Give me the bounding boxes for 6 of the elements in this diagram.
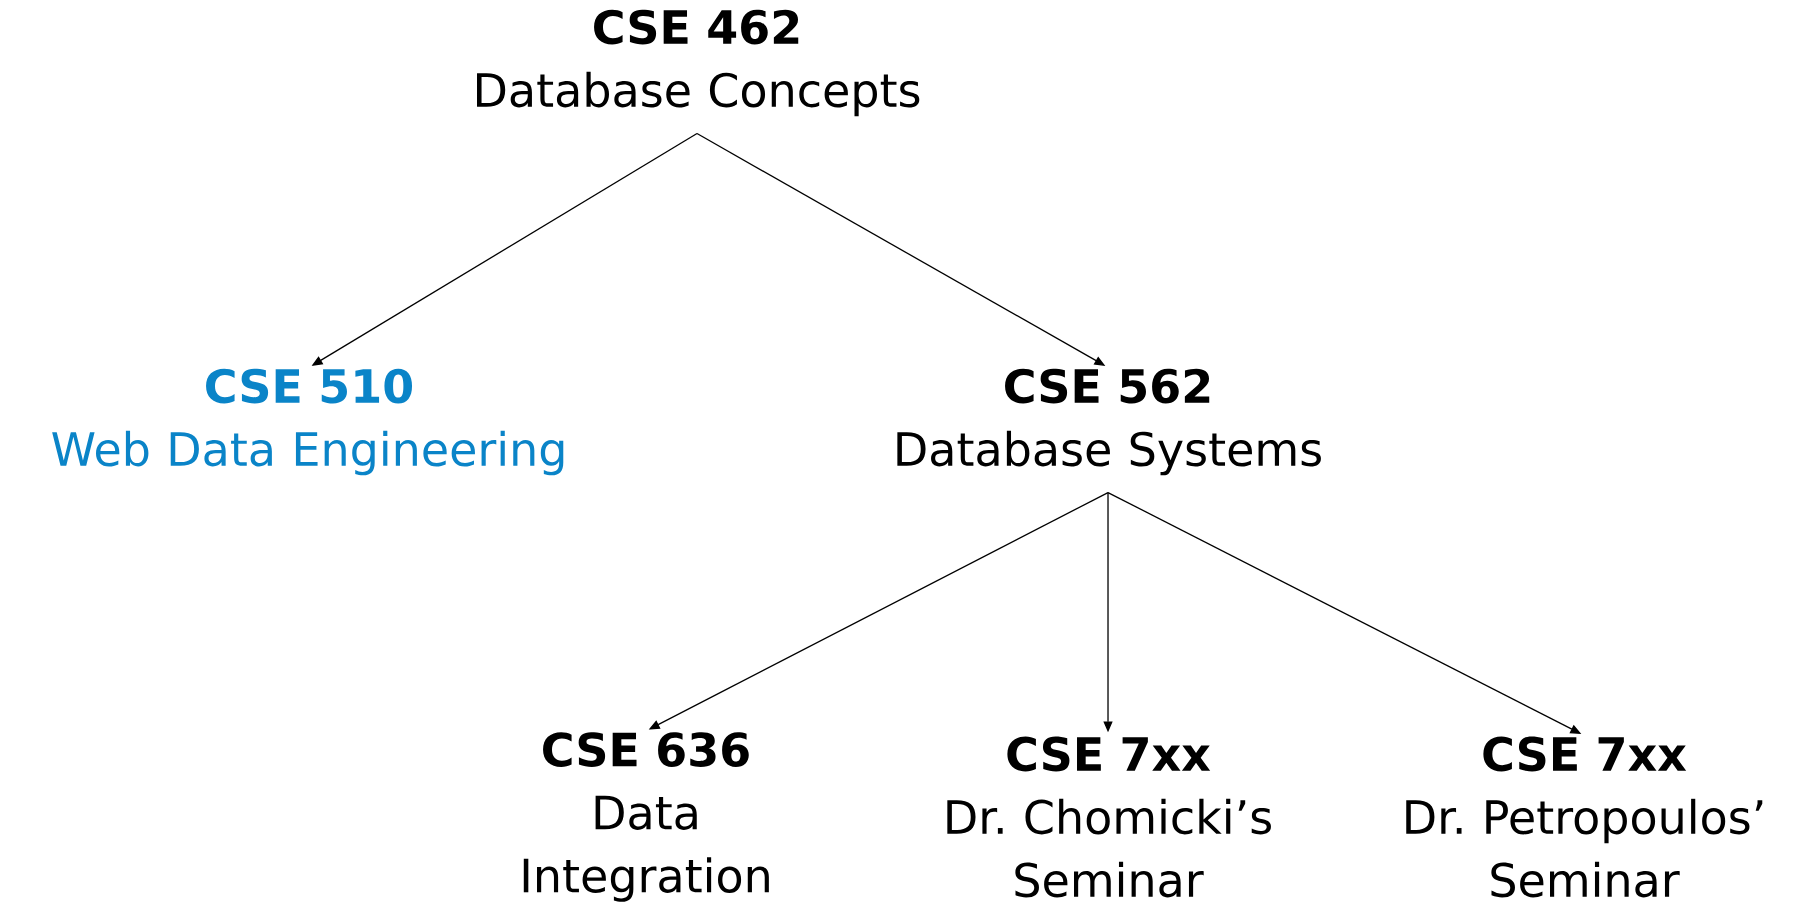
course-label: CSE 7xx Dr. Petropoulos’ Seminar — [1406, 736, 1763, 898]
course-label: CSE 636 Data Integration — [523, 732, 769, 902]
course-label: CSE 462 Database Concepts — [477, 9, 920, 117]
course-label: CSE 7xx Dr. Chomicki’s Seminar — [947, 736, 1271, 898]
course-label: CSE 562 Database Systems — [897, 368, 1321, 476]
course-label: CSE 510 Web Data Engineering — [52, 368, 564, 476]
